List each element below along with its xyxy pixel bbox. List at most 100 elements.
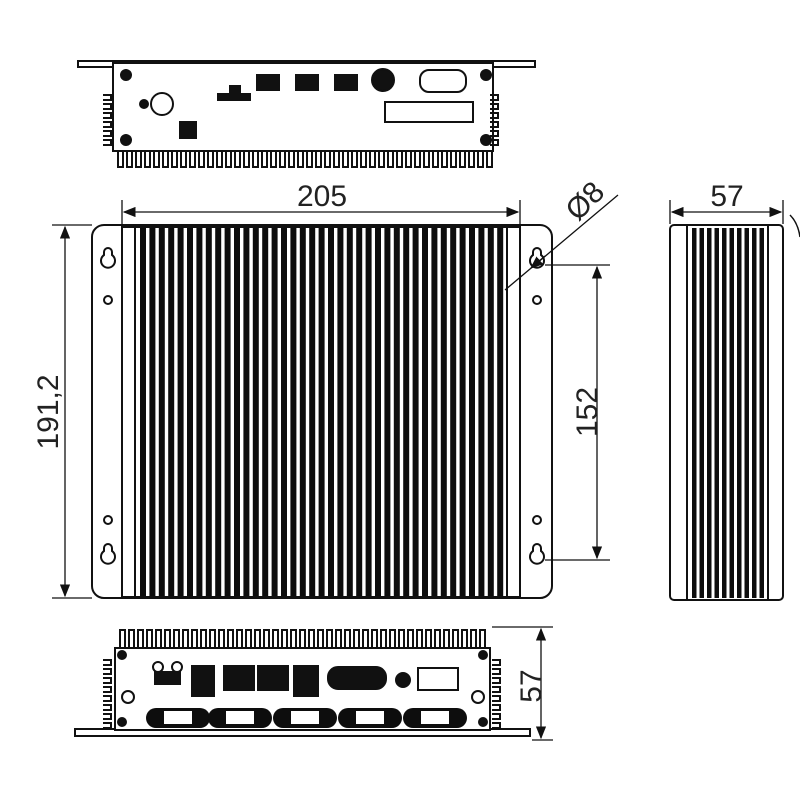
fin	[177, 228, 184, 596]
fin	[492, 668, 501, 675]
fin	[459, 151, 466, 168]
keyhole-slot-icon	[100, 543, 116, 565]
mounting-hole-icon	[103, 295, 113, 305]
led-icon	[152, 661, 164, 673]
fin	[224, 228, 231, 596]
power-button-icon	[150, 92, 174, 116]
fin	[389, 629, 396, 648]
fin	[393, 228, 400, 596]
fin	[135, 151, 142, 168]
side-depth-label: 57	[710, 180, 743, 213]
fin	[459, 228, 466, 596]
fin	[692, 228, 697, 598]
fin	[191, 629, 198, 648]
fin	[103, 722, 112, 729]
fin	[290, 629, 297, 648]
mounting-hole-icon	[103, 515, 113, 525]
fin	[477, 151, 484, 168]
fin	[416, 629, 423, 648]
power-terminal-icon	[417, 667, 459, 691]
screw-icon	[120, 134, 132, 146]
keyhole-slot-icon	[529, 543, 545, 565]
fin	[722, 228, 727, 598]
fin	[306, 151, 313, 168]
fin	[309, 228, 316, 596]
fin	[290, 228, 297, 596]
fin	[281, 228, 287, 596]
front-panel-view	[74, 629, 531, 737]
screw-icon	[117, 650, 127, 660]
mounting-hole-icon	[532, 295, 542, 305]
fin	[759, 228, 764, 598]
fin	[351, 151, 358, 168]
fin	[270, 151, 277, 168]
fin	[162, 151, 169, 168]
fin	[158, 228, 165, 596]
fin	[396, 151, 403, 168]
fin	[380, 629, 387, 648]
rear-panel-body	[112, 62, 494, 152]
fin	[333, 151, 340, 168]
fin	[103, 704, 112, 711]
fin	[252, 151, 259, 168]
screw-icon	[480, 134, 492, 146]
fin	[315, 151, 322, 168]
fin	[478, 228, 485, 596]
fin	[425, 629, 432, 648]
fin	[492, 695, 501, 702]
fin	[227, 629, 234, 648]
fin	[492, 659, 501, 666]
led-icon	[139, 99, 149, 109]
vga-port-icon	[327, 666, 387, 690]
dimension-width	[121, 200, 521, 226]
fin	[234, 228, 240, 596]
fin	[403, 228, 410, 596]
fin	[281, 629, 288, 648]
fin	[346, 228, 353, 596]
fin	[441, 151, 448, 168]
fin	[707, 228, 712, 598]
fin	[236, 629, 243, 648]
com-port-pins-icon	[291, 711, 319, 724]
fin	[182, 629, 189, 648]
rear-panel-view	[77, 60, 536, 168]
fin	[103, 686, 112, 693]
fin	[461, 629, 468, 648]
fin	[103, 94, 112, 101]
fin	[398, 629, 405, 648]
fin	[168, 228, 175, 596]
fin	[308, 629, 315, 648]
fin	[362, 629, 369, 648]
fin	[468, 151, 475, 168]
fin	[450, 228, 457, 596]
usb-stack-icon	[154, 671, 181, 685]
fin	[153, 151, 160, 168]
fin	[103, 139, 112, 146]
dc-jack-icon	[395, 672, 411, 688]
fin	[196, 228, 203, 596]
fin	[144, 151, 151, 168]
fin	[360, 151, 367, 168]
fin	[187, 228, 193, 596]
mounting-hole-icon	[532, 515, 542, 525]
fin	[200, 629, 207, 648]
fin	[103, 659, 112, 666]
fin	[490, 112, 499, 119]
fin	[146, 629, 153, 648]
audio-jack-icon	[371, 68, 395, 92]
side-view	[669, 214, 800, 601]
fin	[440, 228, 447, 596]
fin	[414, 151, 421, 168]
fin	[432, 151, 439, 168]
fin	[492, 677, 501, 684]
fin	[103, 668, 112, 675]
fin	[209, 629, 216, 648]
fin	[216, 151, 223, 168]
fin	[171, 151, 178, 168]
keyhole-slot-icon	[100, 247, 116, 269]
fin	[243, 151, 250, 168]
fin	[103, 112, 112, 119]
fin	[469, 228, 475, 596]
